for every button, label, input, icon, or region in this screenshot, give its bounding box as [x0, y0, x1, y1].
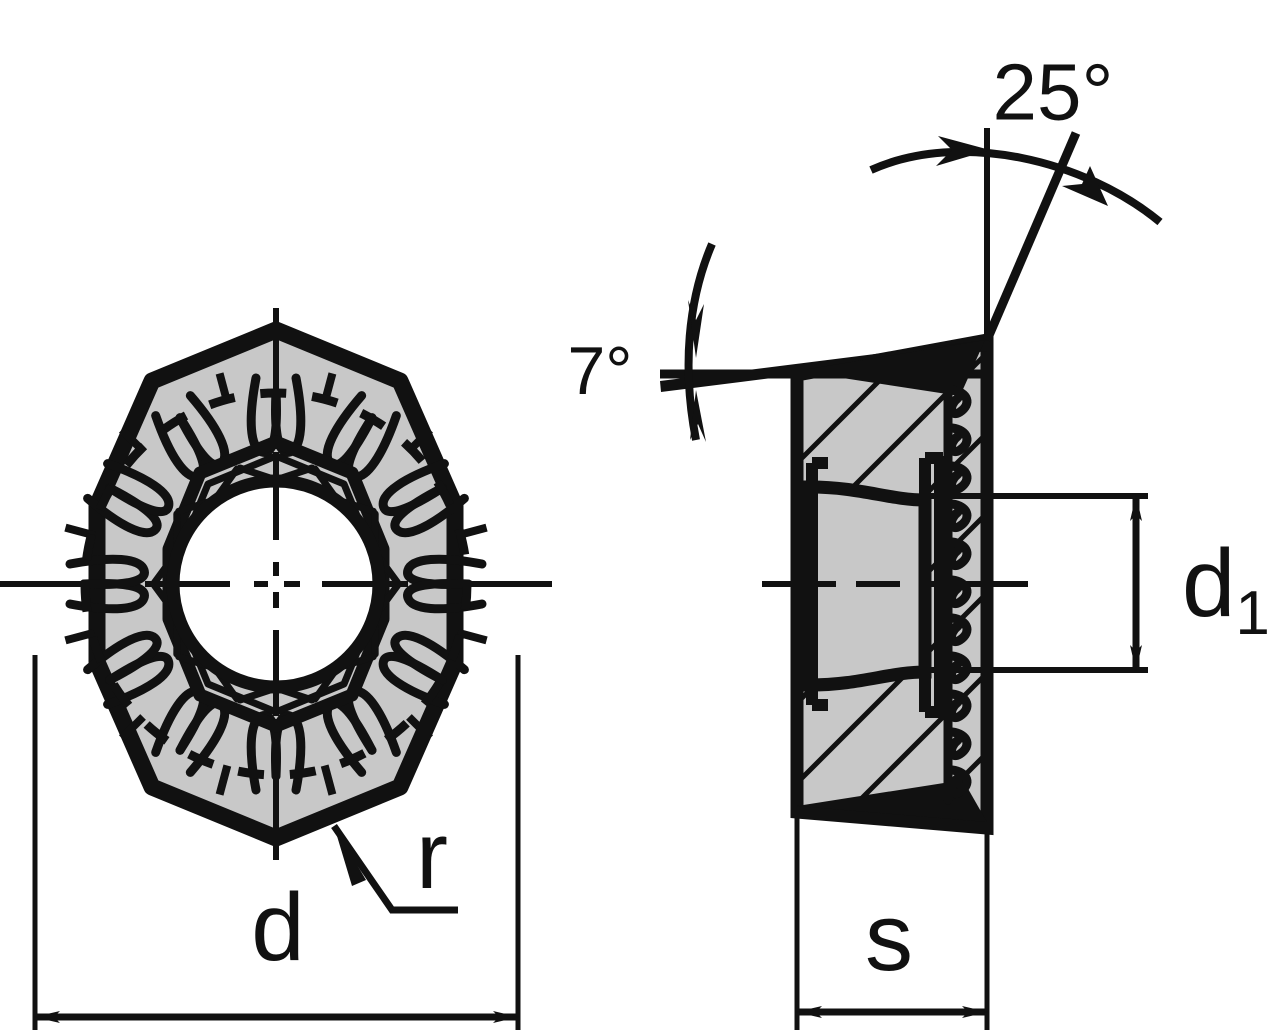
rake-arc-arrow-left — [936, 136, 990, 166]
dimension-d1: d1 — [930, 493, 1270, 673]
face-centerlines — [0, 308, 552, 860]
dimension-d1-letter: d — [1182, 530, 1235, 637]
dimension-d-label: d — [251, 874, 304, 981]
clearance-arc-arrow-top — [688, 300, 704, 358]
rake-angle-arc — [869, 147, 1163, 226]
dimension-s-label: s — [865, 884, 913, 991]
clearance-angle-label: 7° — [567, 333, 632, 409]
relief-face-bottom — [797, 780, 987, 822]
top-view-group — [0, 308, 552, 860]
rake-angle-annotation: 25° — [869, 48, 1163, 342]
clearance-angle-annotation: 7° — [567, 242, 987, 442]
r-leader-line — [331, 824, 458, 914]
rake-angle-label: 25° — [993, 48, 1114, 137]
dimension-r-label: r — [416, 802, 448, 909]
r-leader-arrowhead — [334, 826, 366, 886]
clearance-angle-arc — [684, 242, 716, 441]
dimension-d1-label: d1 — [1182, 530, 1270, 648]
side-centerlines — [762, 128, 1028, 587]
relief-face-top — [660, 340, 987, 392]
rake-face-top — [797, 340, 985, 396]
dimension-r: r — [331, 802, 458, 914]
clearance-arc-arrow-bottom — [690, 390, 706, 442]
center-bore-inner — [186, 494, 366, 674]
rake-arc-arrow-right — [1062, 166, 1108, 206]
dimension-d1-subscript: 1 — [1235, 579, 1269, 648]
side-view-group — [660, 128, 1028, 836]
dimension-s: s — [794, 812, 990, 1030]
dimension-d: d — [32, 655, 521, 1030]
